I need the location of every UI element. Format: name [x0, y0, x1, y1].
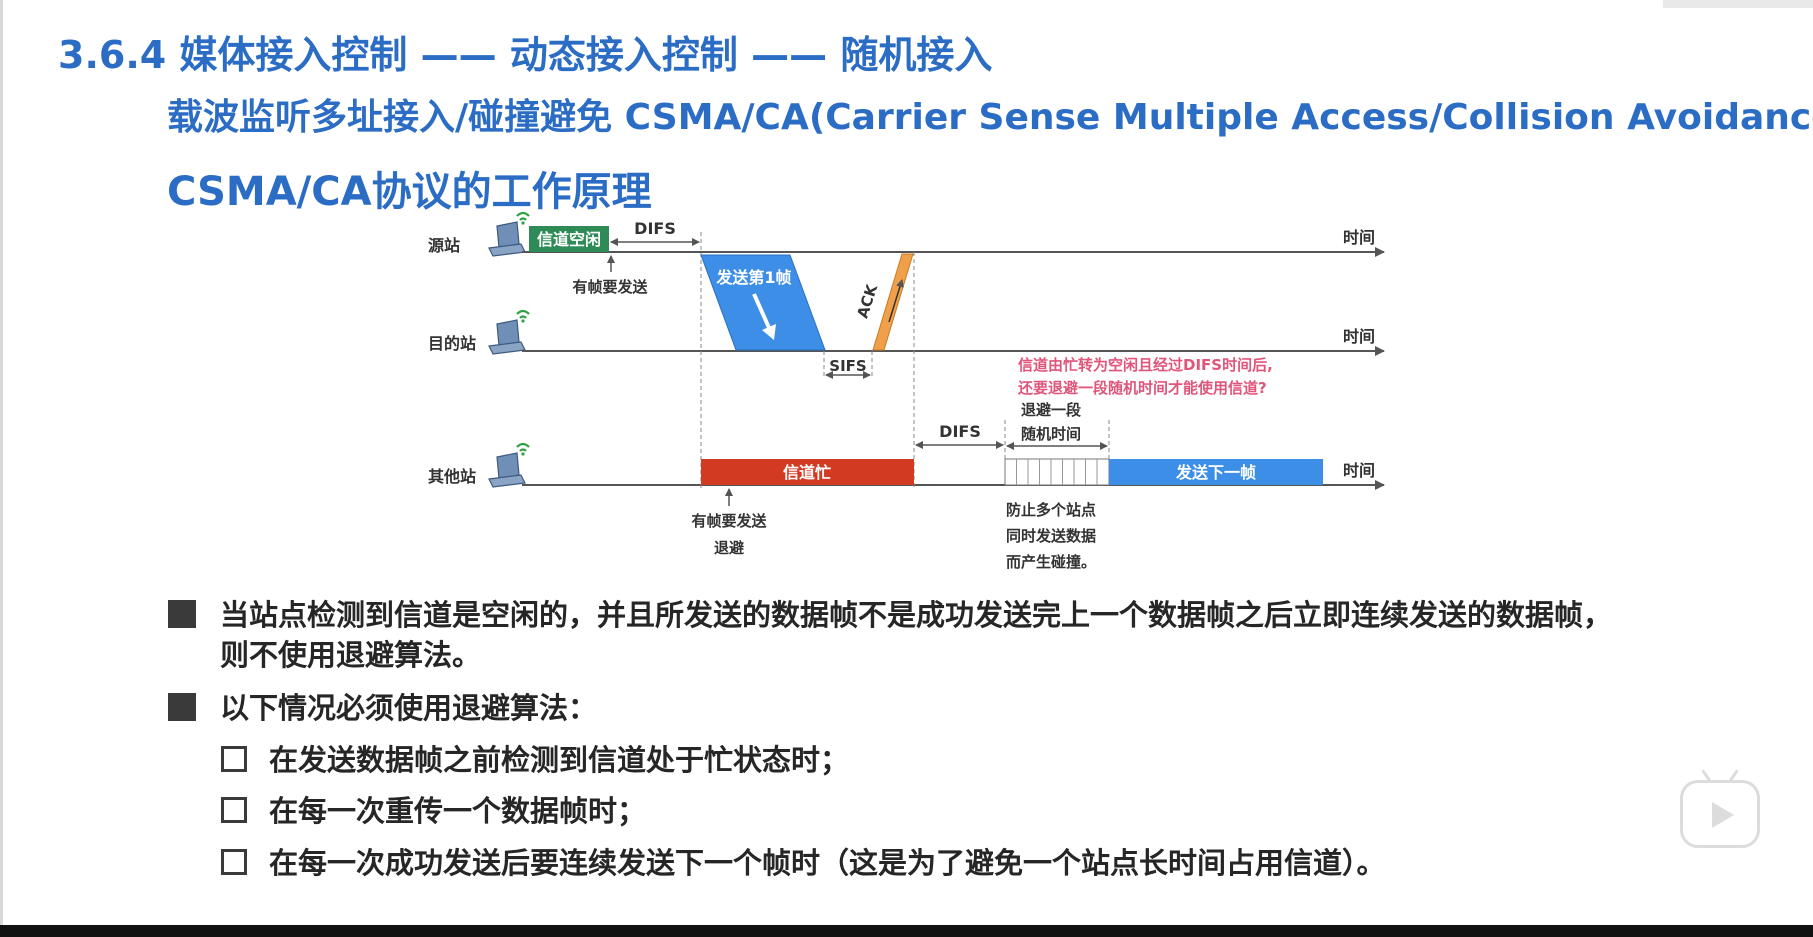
bullet-text: 以下情况必须使用退避算法： [220, 691, 598, 725]
channel-idle-box [529, 226, 609, 252]
bullet-no-backoff: 当站点检测到信道是空闲的，并且所发送的数据帧不是成功发送完上一个数据帧之后立即连… [168, 592, 1612, 634]
sub-bullet: 在每一次成功发送后要连续发送下一个帧时（这是为了避免一个站点长时间占用信道）。 [221, 840, 1386, 882]
bottom-bar [0, 925, 1813, 937]
sub-bullet-text: 在每一次成功发送后要连续发送下一个帧时（这是为了避免一个站点长时间占用信道）。 [269, 846, 1386, 880]
channel-idle-label: 信道空闲 [537, 230, 601, 249]
sub-bullet: 在发送数据帧之前检测到信道处于忙状态时； [221, 737, 849, 779]
backoff-random-line2: 随机时间 [1021, 425, 1081, 443]
time-label: 时间 [1343, 228, 1375, 247]
empty-square-icon [221, 797, 247, 823]
ack-label: ACK [853, 281, 881, 320]
filled-square-icon [168, 693, 196, 721]
backoff-label: 退避 [714, 539, 744, 557]
time-label: 时间 [1343, 461, 1375, 480]
principle-title: CSMA/CA协议的工作原理 [167, 169, 652, 215]
sub-bullet-text: 在发送数据帧之前检测到信道处于忙状态时； [269, 743, 850, 777]
sub-bullet-text: 在每一次重传一个数据帧时； [269, 794, 647, 828]
bullet-text: 则不使用退避算法。 [220, 638, 482, 672]
ack-shape [872, 253, 914, 351]
section-title: 3.6.4 媒体接入控制 —— 动态接入控制 —— 随机接入 [58, 33, 993, 77]
left-edge [0, 0, 3, 925]
corner-blur [1663, 0, 1813, 8]
laptop-icon [488, 211, 530, 257]
question-line1: 信道由忙转为空闲且经过DIFS时间后, [1018, 356, 1273, 374]
bullet-no-backoff-cont: 则不使用退避算法。 [220, 632, 481, 674]
empty-square-icon [221, 746, 247, 772]
bullet-must-backoff: 以下情况必须使用退避算法： [168, 685, 597, 727]
play-button[interactable] [1680, 769, 1760, 848]
empty-square-icon [221, 849, 247, 875]
prevent-line3: 而产生碰撞。 [1006, 553, 1096, 571]
protocol-title: 载波监听多址接入/碰撞避免 CSMA/CA(Carrier Sense Mult… [167, 97, 1813, 138]
frame-down-arrow-icon [752, 293, 772, 331]
station-source-label: 源站 [428, 236, 460, 255]
filled-square-icon [168, 600, 196, 628]
first-frame-label: 发送第1帧 [715, 268, 791, 287]
prevent-line2: 同时发送数据 [1006, 527, 1096, 545]
ear-decoration [1728, 769, 1739, 783]
sub-bullet: 在每一次重传一个数据帧时； [221, 788, 646, 830]
sifs-label: SIFS [829, 357, 866, 375]
difs-label: DIFS [634, 219, 676, 238]
next-frame-box [1109, 459, 1323, 485]
backoff-random-line1: 退避一段 [1021, 401, 1081, 419]
station-other-label: 其他站 [428, 467, 476, 486]
channel-busy-box [701, 459, 914, 485]
play-icon [1712, 802, 1734, 828]
bullet-text: 当站点检测到信道是空闲的，并且所发送的数据帧不是成功发送完上一个数据帧之后立即连… [220, 598, 1613, 632]
laptop-icon [488, 442, 530, 488]
prevent-line1: 防止多个站点 [1006, 501, 1096, 519]
time-label: 时间 [1343, 327, 1375, 346]
csma-ca-timing-diagram: 源站 目的站 其他站 时间 时间 时 [428, 211, 1385, 571]
backoff-slots [1004, 458, 1110, 486]
ear-decoration [1701, 769, 1712, 783]
difs2-label: DIFS [939, 422, 981, 441]
station-dest-label: 目的站 [428, 334, 476, 353]
laptop-icon [488, 309, 530, 355]
next-frame-label: 发送下一帧 [1175, 463, 1256, 482]
has-frame-label: 有帧要发送 [572, 278, 648, 296]
first-frame-shape [700, 254, 826, 351]
has-frame-other-label: 有帧要发送 [691, 512, 767, 530]
question-line2: 还要退避一段随机时间才能使用信道? [1017, 379, 1267, 397]
channel-busy-label: 信道忙 [783, 463, 831, 482]
